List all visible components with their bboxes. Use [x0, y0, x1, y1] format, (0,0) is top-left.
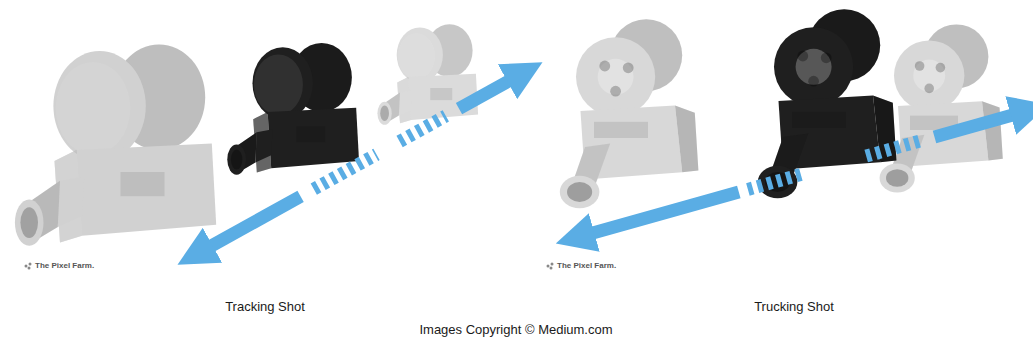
- motion-arrow: [575, 110, 1030, 238]
- watermark: The Pixel Farm.: [557, 261, 616, 271]
- camera-active: [227, 43, 359, 175]
- shot-label: Trucking Shot: [754, 299, 834, 315]
- camera-faded: [880, 24, 1003, 192]
- motion-arrow: [195, 72, 525, 255]
- camera-faded: [15, 44, 216, 245]
- shot-label: Tracking Shot: [225, 299, 305, 315]
- camera-active: [758, 9, 897, 198]
- watermark: The Pixel Farm.: [35, 261, 94, 271]
- watermark-icon: [25, 263, 554, 270]
- camera-faded: [560, 19, 699, 208]
- copyright-note: Images Copyright © Medium.com: [419, 322, 612, 338]
